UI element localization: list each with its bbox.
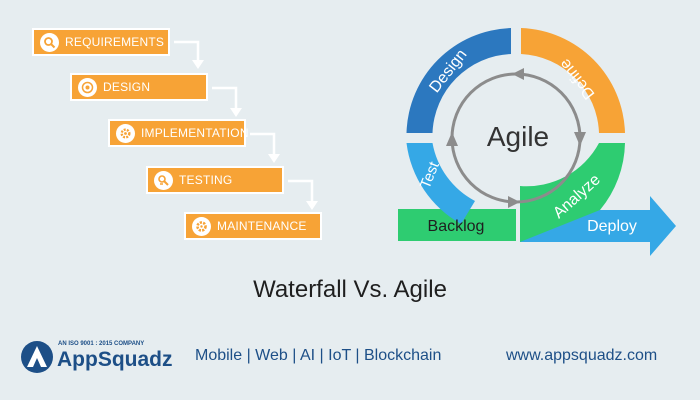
waterfall-arrow-1: [174, 40, 200, 62]
gear-icon: [116, 123, 135, 143]
agile-segment-test: [406, 143, 475, 224]
waterfall-step-design: DESIGN: [70, 73, 208, 101]
deploy-label: Deploy: [587, 218, 637, 235]
magnifier-icon: [40, 32, 59, 52]
waterfall-arrowhead-4: [306, 201, 318, 210]
agile-segment-design: [406, 28, 511, 133]
waterfall-arrow-3: [250, 132, 276, 156]
footer-tagline: Mobile | Web | AI | IoT | Blockchain: [195, 347, 442, 364]
cycle-arrowhead-right: [574, 132, 586, 146]
waterfall-arrowhead-1: [192, 60, 204, 69]
waterfall-step-label: REQUIREMENTS: [65, 35, 165, 49]
backlog-label: Backlog: [428, 218, 485, 235]
waterfall-step-maintenance: MAINTENANCE: [184, 212, 322, 240]
agile-diagram: Design Define Test Analyze Agile Backlog…: [398, 28, 676, 256]
testing-icon: [154, 170, 173, 190]
analyze-fold: [520, 210, 600, 242]
logo-icon: [21, 341, 53, 373]
waterfall-step-label: IMPLEMENTATION: [141, 126, 249, 140]
cycle-arrowhead-top: [512, 68, 524, 80]
settings-icon: [192, 216, 211, 236]
waterfall-arrows: [174, 40, 318, 210]
waterfall-step-label: DESIGN: [103, 80, 151, 94]
logo-certification: AN ISO 9001 : 2015 COMPANY: [58, 341, 145, 347]
target-icon: [78, 77, 97, 97]
cycle-arrowhead-bottom: [508, 196, 520, 208]
agile-center-label: Agile: [487, 121, 549, 152]
cycle-arrowhead-left: [446, 132, 458, 146]
logo-name: AppSquadz: [57, 348, 173, 371]
waterfall-step-implementation: IMPLEMENTATION: [108, 119, 249, 147]
page-title: Waterfall Vs. Agile: [253, 276, 447, 303]
waterfall-step-label: MAINTENANCE: [217, 219, 307, 233]
waterfall-arrow-2: [212, 86, 238, 110]
waterfall-arrow-4: [288, 179, 314, 203]
agile-segment-define: [521, 28, 625, 133]
waterfall-step-label: TESTING: [179, 173, 233, 187]
waterfall-step-testing: TESTING: [146, 166, 284, 194]
waterfall-arrowhead-3: [268, 154, 280, 163]
footer-website[interactable]: www.appsquadz.com: [506, 347, 658, 364]
waterfall-arrowhead-2: [230, 108, 242, 117]
waterfall-step-requirements: REQUIREMENTS: [32, 28, 170, 56]
